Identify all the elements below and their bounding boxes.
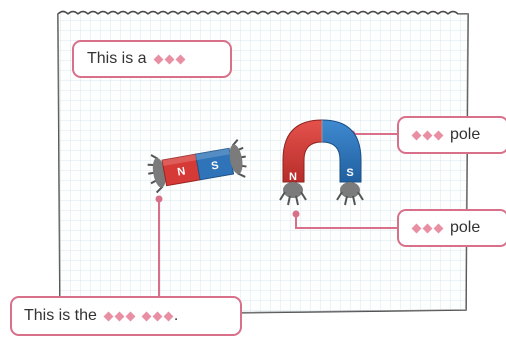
blank-south-pole[interactable] [411, 132, 444, 139]
callout-bar-magnet-end: . [174, 307, 178, 325]
leader-dot-north [293, 211, 300, 218]
callout-south-pole-suffix: pole [450, 126, 480, 144]
callout-magnet-type-prefix: This is a [87, 50, 147, 68]
horseshoe-south-letter: S [346, 167, 353, 179]
callout-north-pole-suffix: pole [450, 219, 480, 237]
callout-north-pole: pole [397, 209, 506, 247]
horseshoe-north-letter: N [289, 171, 297, 183]
callout-magnet-type: This is a [72, 40, 232, 78]
callout-bar-magnet: This is the . [10, 296, 242, 336]
blank-bar-magnet-1[interactable] [103, 313, 136, 320]
callout-bar-magnet-prefix: This is the [24, 307, 97, 325]
leader-dot-bar [156, 196, 163, 203]
callout-south-pole: pole [397, 116, 506, 154]
blank-bar-magnet-2[interactable] [141, 313, 174, 320]
blank-north-pole[interactable] [411, 225, 444, 232]
blank-magnet-type[interactable] [153, 56, 186, 63]
